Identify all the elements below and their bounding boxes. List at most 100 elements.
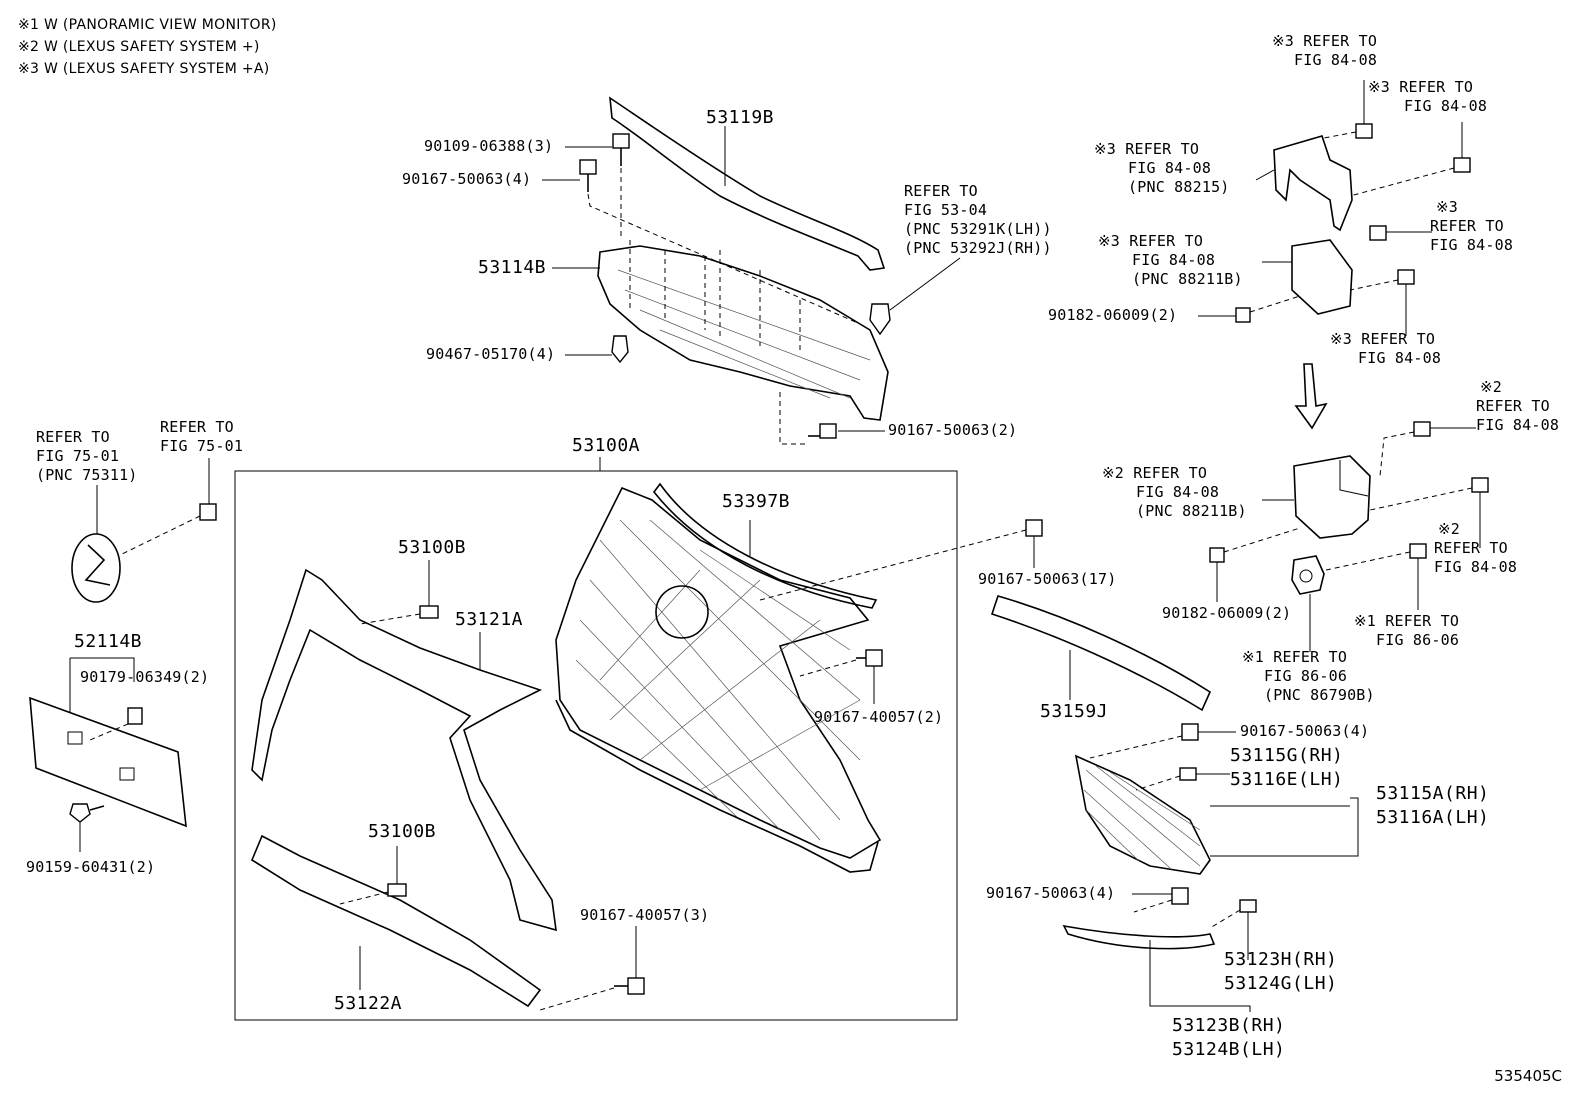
ref-line: REFER TO [904, 182, 978, 200]
label-90167-50063-4b: 90167-50063(4) [1240, 722, 1370, 740]
part-53121A-frame [251, 568, 557, 932]
bolt-ref-side3 [1369, 225, 1387, 241]
bolt-90167-40057-3 [614, 977, 645, 995]
ref-line: FIG 84-08 [1136, 483, 1220, 501]
ref-line: (PNC 88211B) [1136, 502, 1247, 520]
part-53119B-moulding [609, 96, 886, 271]
leader-ref-53-04 [889, 257, 961, 311]
label-90159-60431: 90159-60431(2) [26, 858, 156, 876]
ref-line: (PNC 53291K(LH)) [904, 220, 1052, 238]
label-ref-side2b: ※2 REFER TO FIG 84-08 [1434, 520, 1517, 577]
label-ref-bot3: ※3 REFER TO FIG 84-08 [1330, 330, 1441, 368]
label-53116A: 53116A(LH) [1376, 807, 1490, 828]
nut-90179-06349 [127, 707, 143, 725]
ref-line: ※2 [1438, 520, 1460, 538]
leader-52114B [69, 657, 135, 712]
ref-line: REFER TO [1434, 539, 1508, 557]
ref-line: ※3 REFER TO [1098, 232, 1204, 250]
label-ref-88211B-b: ※2 REFER TO FIG 84-08 (PNC 88211B) [1102, 464, 1247, 521]
nut-ref-75-01 [199, 503, 217, 521]
camera-86790B [1291, 555, 1325, 595]
sensor-88211B-a [1291, 239, 1353, 315]
ref-line: ※3 REFER TO [1330, 330, 1436, 348]
ref-line: ※3 [1436, 198, 1458, 216]
part-53114B-support [597, 245, 889, 421]
label-ref-side3: ※3 REFER TO FIG 84-08 [1430, 198, 1513, 255]
label-53115A: 53115A(RH) [1376, 783, 1490, 804]
label-90167-50063-2: 90167-50063(2) [888, 421, 1018, 439]
label-90179-06349: 90179-06349(2) [80, 668, 210, 686]
sensor-88211B-b [1293, 455, 1371, 539]
ref-line: FIG 84-08 [1434, 558, 1518, 576]
part-52114B-license-bracket [29, 696, 187, 828]
part-53122A-lower-moulding [251, 834, 542, 1008]
clip-53291K [869, 303, 891, 336]
ref-line: FIG 84-08 [1404, 97, 1488, 115]
label-53114B: 53114B [478, 257, 547, 278]
ref-line: ※2 REFER TO [1102, 464, 1208, 482]
clip-53100B-b [387, 883, 407, 897]
label-53100B-b: 53100B [368, 821, 437, 842]
label-53123B: 53123B(RH) [1172, 1015, 1286, 1036]
emblem-75311 [71, 533, 121, 603]
label-90167-50063-4a: 90167-50063(4) [402, 170, 532, 188]
bolt-ref-bot3 [1397, 269, 1415, 285]
ref-line: ※1 REFER TO [1242, 648, 1348, 666]
ref-line: (PNC 88211B) [1132, 270, 1243, 288]
ref-line: ※2 [1480, 378, 1502, 396]
bracket-88215 [1273, 135, 1353, 232]
label-90109-06388: 90109-06388(3) [424, 137, 554, 155]
label-ref-top1: ※3 REFER TO FIG 84-08 [1272, 32, 1377, 70]
label-53121A: 53121A [455, 609, 524, 630]
ref-line: FIG 75-01 [160, 437, 244, 455]
ref-line: FIG 84-08 [1128, 159, 1212, 177]
bolt-ref-top2 [1453, 157, 1471, 173]
part-53397B-moulding [652, 482, 878, 609]
bolt-90167-50063-4b [1181, 723, 1199, 741]
label-ref-88211B-a: ※3 REFER TO FIG 84-08 (PNC 88211B) [1098, 232, 1243, 289]
bolt-ref-top1 [1355, 123, 1373, 139]
label-53159J: 53159J [1040, 701, 1109, 722]
leader-53123B [1149, 940, 1251, 1012]
ref-line: FIG 86-06 [1264, 667, 1348, 685]
label-90167-40057-3: 90167-40057(3) [580, 906, 710, 924]
ref-line: FIG 84-08 [1430, 236, 1514, 254]
part-53100A-grille [555, 486, 882, 873]
label-53124B: 53124B(LH) [1172, 1039, 1286, 1060]
bolt-90167-50063-4 [579, 159, 597, 192]
ref-line: ※1 REFER TO [1354, 612, 1460, 630]
part-53159J-bar [990, 595, 1212, 712]
clip-53100B-a [419, 605, 439, 619]
bolt-90159-60431 [69, 803, 105, 823]
part-53123B-moulding [1062, 924, 1216, 950]
label-53116E: 53116E(LH) [1230, 769, 1344, 790]
ref-line: (PNC 86790B) [1264, 686, 1375, 704]
label-53119B: 53119B [706, 107, 775, 128]
label-ref-88215: ※3 REFER TO FIG 84-08 (PNC 88215) [1094, 140, 1230, 197]
nut-90182-06009-b [1209, 547, 1225, 563]
leader-88215 [1255, 169, 1275, 181]
ref-line: ※3 REFER TO [1368, 78, 1474, 96]
clip-90467-05170 [611, 335, 629, 364]
ref-line: FIG 53-04 [904, 201, 988, 219]
label-90182-06009-b: 90182-06009(2) [1162, 604, 1292, 622]
label-53397B: 53397B [722, 491, 791, 512]
label-53123H: 53123H(RH) [1224, 949, 1338, 970]
ref-line: REFER TO [36, 428, 110, 446]
label-90182-06009-a: 90182-06009(2) [1048, 306, 1178, 324]
ref-line: FIG 84-08 [1294, 51, 1378, 69]
label-53115G: 53115G(RH) [1230, 745, 1344, 766]
label-ref-75311: REFER TO FIG 75-01 (PNC 75311) [36, 428, 138, 485]
label-90167-40057-2: 90167-40057(2) [814, 708, 944, 726]
label-90167-50063-4c: 90167-50063(4) [986, 884, 1116, 902]
ref-line: (PNC 75311) [36, 466, 138, 484]
label-90167-50063-17: 90167-50063(17) [978, 570, 1117, 588]
ref-line: FIG 84-08 [1476, 416, 1560, 434]
bolt-ref-side2a [1413, 421, 1431, 437]
part-53115A-side-grille [1074, 754, 1211, 875]
clip-53115G [1179, 767, 1197, 781]
label-52114B: 52114B [74, 631, 143, 652]
label-ref-86-06-a: ※1 REFER TO FIG 86-06 [1354, 612, 1459, 650]
label-ref-86790B: ※1 REFER TO FIG 86-06 (PNC 86790B) [1242, 648, 1375, 705]
